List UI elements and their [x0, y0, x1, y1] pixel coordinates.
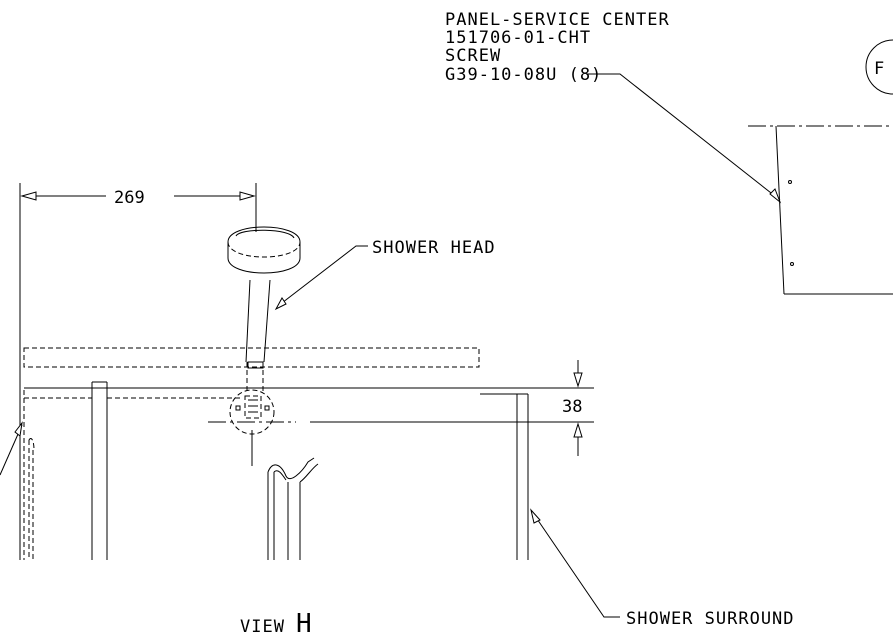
- flange-screw: [264, 405, 270, 411]
- dimension-height-value: 38: [562, 397, 582, 417]
- panel-note-arrowhead: [769, 188, 782, 204]
- panel-left-edge: [775, 125, 785, 295]
- screw-hole: [790, 262, 794, 266]
- shelf-outline: [23, 347, 480, 368]
- pipe-top-curve: [273, 470, 287, 481]
- shower-head-leader: [277, 245, 368, 307]
- pipe-top-curve: [267, 457, 315, 480]
- left-wall-curve: [28, 437, 35, 451]
- shower-surround-leader: [532, 512, 620, 618]
- flange-screw: [235, 405, 241, 411]
- shower-head-callout: SHOWER HEAD: [274, 238, 496, 311]
- callout-letter: F: [874, 59, 885, 79]
- shower-head-disk: [227, 226, 301, 274]
- panel-note-line-4: G39-10-08U (8): [445, 65, 602, 85]
- panel-note-leader: [586, 73, 781, 201]
- shower-surround-callout: SHOWER SURROUND: [530, 508, 795, 629]
- dimension-arrowhead: [573, 422, 583, 438]
- dimension-arrowhead: [239, 191, 256, 201]
- shower-head-rim: [227, 241, 301, 258]
- panel-detail: [748, 125, 893, 295]
- callout-bubble: F: [865, 39, 893, 95]
- shower-arm-collar: [247, 361, 264, 369]
- view-label: VIEW: [240, 617, 285, 634]
- dimension-width: 269: [19, 183, 257, 388]
- panel-service-note: PANEL-SERVICE CENTER 151706-01-CHT SCREW…: [445, 10, 782, 204]
- shower-head: [227, 226, 301, 466]
- screw-hole: [788, 180, 792, 184]
- shower-head-label: SHOWER HEAD: [372, 238, 496, 258]
- dimension-arrowhead: [573, 372, 583, 388]
- shower-head-highlight: [235, 229, 295, 239]
- view-title: VIEW H: [240, 609, 313, 634]
- left-wall-arrowhead: [14, 421, 23, 437]
- callout-circle: [865, 39, 893, 95]
- panel-note-line-1: PANEL-SERVICE CENTER: [445, 10, 670, 30]
- shower-surround: [19, 381, 594, 560]
- dimension-width-value: 269: [114, 188, 145, 208]
- panel-note-line-3: SCREW: [445, 46, 501, 66]
- shower-head-arrowhead: [274, 297, 287, 311]
- panel-note-line-2: 151706-01-CHT: [445, 28, 591, 48]
- dimension-height: 38: [562, 360, 583, 456]
- shower-surround-arrowhead: [530, 508, 541, 524]
- shower-arm-edge: [245, 279, 251, 363]
- pipe-top-curve: [299, 463, 319, 483]
- view-letter: H: [296, 609, 313, 634]
- soap-shelf: [23, 347, 480, 368]
- shower-arm-edge: [263, 279, 271, 363]
- dimension-arrowhead: [20, 191, 37, 201]
- shower-elbow: [244, 395, 262, 419]
- shower-surround-label: SHOWER SURROUND: [626, 609, 795, 629]
